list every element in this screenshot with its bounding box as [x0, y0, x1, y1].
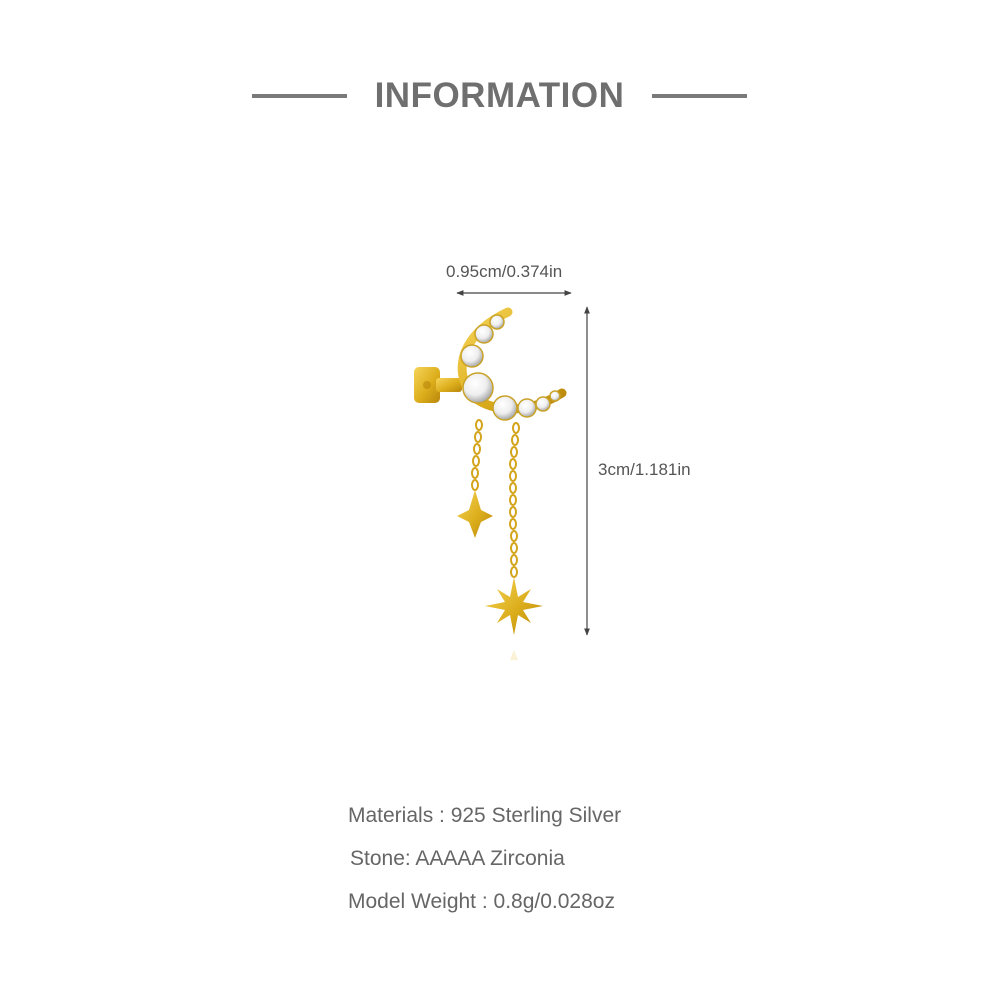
header-divider-left [252, 94, 347, 98]
spec-materials: Materials : 925 Sterling Silver [348, 804, 622, 827]
spec-stone: Stone: AAAAA Zirconia [350, 847, 565, 870]
page-title: INFORMATION [374, 76, 625, 115]
gemstones [460, 314, 561, 421]
height-dimension-label: 3cm/1.181in [598, 460, 691, 479]
header-divider-right [652, 94, 747, 98]
long-chain [509, 422, 520, 578]
earring-back [414, 367, 462, 403]
four-point-star-charm [457, 490, 493, 538]
short-chain [471, 419, 483, 491]
reflection [510, 650, 518, 660]
width-dimension-label: 0.95cm/0.374in [446, 262, 563, 281]
spec-weight: Model Weight : 0.8g/0.028oz [348, 890, 615, 913]
eight-point-star-charm [485, 577, 543, 635]
